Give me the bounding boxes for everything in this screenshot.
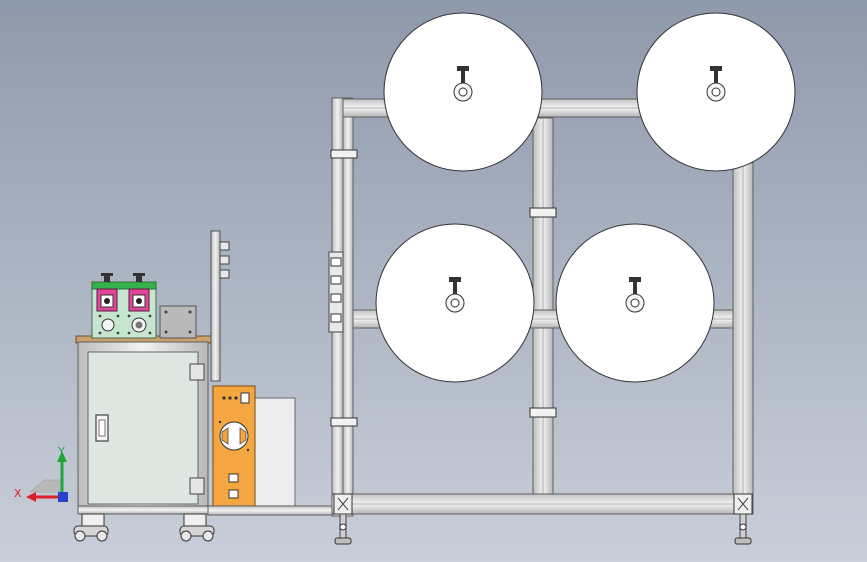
caster-left: [73, 513, 109, 542]
door-hinge-lower: [189, 477, 205, 495]
leveling-foot-left: [334, 513, 352, 545]
reel-top-left: [383, 12, 543, 172]
control-button-left: [101, 318, 115, 332]
reel-middle-right: [555, 223, 715, 383]
triad-xz-plane: [29, 479, 63, 493]
door-hinge-upper: [189, 363, 205, 381]
electrical-cabinet: [73, 335, 215, 542]
axis-label-y: Y: [57, 445, 65, 458]
z-axis-marker: [58, 492, 68, 502]
frame-upright-left-inner: [342, 97, 354, 517]
motor-assembly: [212, 385, 296, 507]
guide-plate: [210, 230, 230, 382]
connecting-rail: [207, 505, 339, 516]
reel-middle-left: [375, 223, 535, 383]
reel-top-right: [636, 12, 796, 172]
caster-right: [179, 513, 215, 542]
control-box: [91, 273, 157, 339]
axis-triad: Y X: [14, 445, 68, 502]
leveling-foot-right: [734, 513, 752, 545]
axis-label-x: X: [14, 487, 22, 500]
